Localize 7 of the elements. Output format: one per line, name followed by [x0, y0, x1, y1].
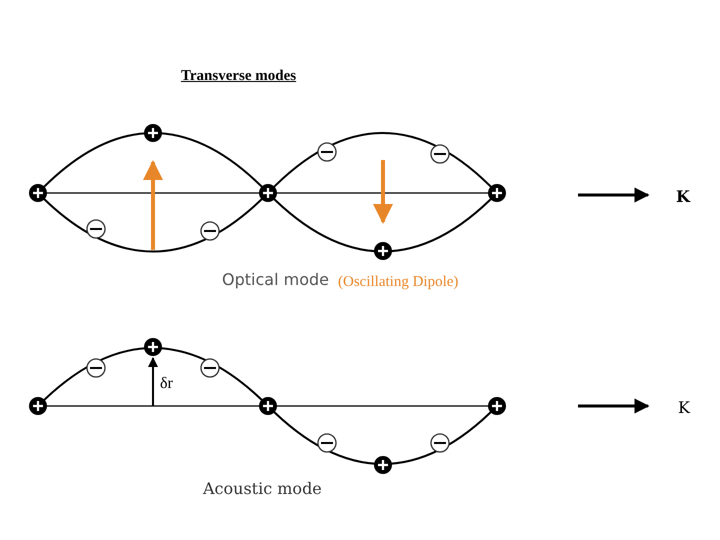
axis-label: K — [676, 187, 690, 206]
caption: (Oscillating Dipole) — [338, 274, 458, 291]
caption: Acoustic mode — [203, 479, 322, 498]
symbol-label: δr — [160, 375, 173, 393]
title: Transverse modes — [181, 68, 296, 85]
caption: Optical mode — [222, 270, 329, 289]
axis-label: K — [678, 398, 690, 417]
